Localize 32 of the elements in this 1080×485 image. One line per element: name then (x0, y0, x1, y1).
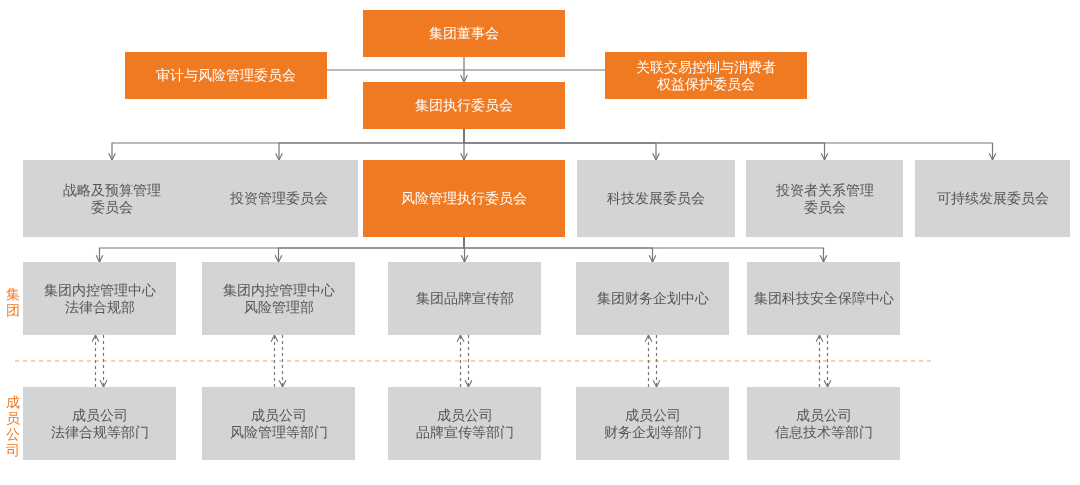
committee-box: 风险管理执行委员会 (363, 160, 565, 237)
arrow (460, 56, 468, 83)
department-box: 成员公司品牌宣传等部门 (388, 387, 541, 460)
dashed-arrow (652, 334, 661, 388)
committee-box: 可持续发展委员会 (915, 160, 1070, 237)
committee-box: 集团董事会 (363, 10, 565, 57)
committee-box: 集团执行委员会 (363, 82, 565, 129)
department-box: 集团科技安全保障中心 (747, 262, 900, 335)
dashed-arrow (644, 334, 653, 388)
committee-box: 关联交易控制与消费者权益保护委员会 (605, 52, 807, 99)
department-box: 成员公司法律合规等部门 (23, 387, 176, 460)
dashed-arrow (464, 334, 473, 388)
dashed-arrow (278, 334, 287, 388)
dashed-arrow (99, 334, 108, 388)
dashed-arrow (456, 334, 465, 388)
department-box: 成员公司风险管理等部门 (202, 387, 355, 460)
committee-box: 科技发展委员会 (577, 160, 735, 237)
department-box: 集团品牌宣传部 (388, 262, 541, 335)
department-box: 集团内控管理中心法律合规部 (23, 262, 176, 335)
department-box: 集团内控管理中心风险管理部 (202, 262, 355, 335)
department-box: 成员公司信息技术等部门 (747, 387, 900, 460)
committee-box: 战略及预算管理委员会 (23, 160, 201, 237)
committee-box: 投资者关系管理委员会 (746, 160, 903, 237)
department-box: 成员公司财务企划等部门 (576, 387, 729, 460)
dashed-arrow (270, 334, 279, 388)
dashed-arrow (823, 334, 832, 388)
committee-box: 投资管理委员会 (200, 160, 358, 237)
dashed-arrow (91, 334, 100, 388)
committee-box: 审计与风险管理委员会 (125, 52, 327, 99)
connector-line (326, 69, 606, 71)
dashed-arrow (815, 334, 824, 388)
department-box: 集团财务企划中心 (576, 262, 729, 335)
